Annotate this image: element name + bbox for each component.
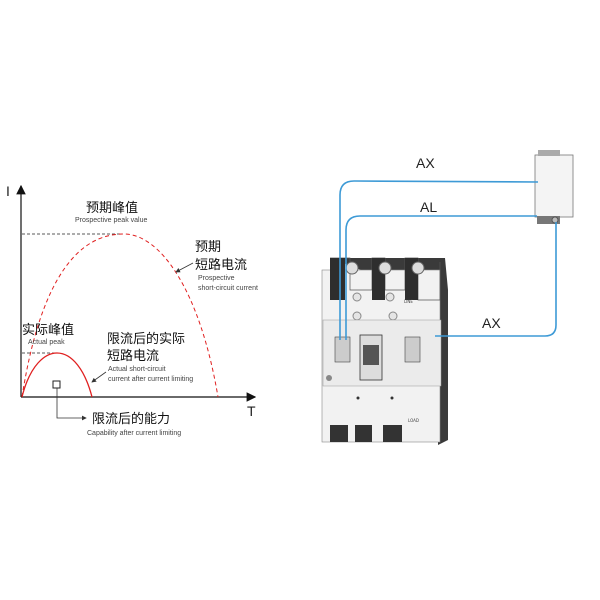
wire-label-ax-bottom: AX — [482, 315, 501, 331]
current-limiting-chart: I T 预期峰值 Prospective peak value 预期 短路电流 … — [6, 183, 258, 437]
actual-peak-zh: 实际峰值 — [22, 322, 74, 338]
wire-al — [345, 215, 537, 340]
wiring: AX AL AX — [339, 155, 557, 340]
capability-marker — [52, 380, 61, 389]
wire-ax-bottom — [435, 222, 557, 337]
prospective-current-en-1: Prospective — [198, 275, 235, 282]
wire-ax-top — [339, 180, 539, 340]
x-axis-label: T — [247, 403, 256, 419]
prospective-current-curve — [21, 233, 219, 398]
capability-leader — [56, 388, 87, 421]
limited-current-zh-2: 短路电流 — [107, 348, 159, 364]
prospective-peak-zh: 预期峰值 — [86, 200, 138, 216]
capability-en: Capability after current limiting — [87, 430, 181, 437]
y-axis-label: I — [6, 183, 10, 199]
wire-label-al: AL — [420, 199, 437, 215]
wire-label-ax-top: AX — [416, 155, 435, 171]
prospective-current-leader — [175, 262, 194, 273]
circuit-breaker: LINE LOAD — [321, 257, 448, 445]
limited-current-en-1: Actual short-circuit — [108, 366, 166, 373]
capability-zh: 限流后的能力 — [92, 411, 170, 427]
actual-peak-en: Actual peak — [28, 339, 65, 346]
prospective-peak-en: Prospective peak value — [75, 217, 147, 224]
limited-current-curve — [21, 352, 93, 398]
limited-current-leader — [91, 371, 107, 383]
auxiliary-contact-module — [534, 150, 574, 224]
limited-current-zh-1: 限流后的实际 — [107, 331, 185, 347]
limited-current-en-2: current after current limiting — [108, 376, 193, 383]
breaker-line-mark: LINE — [404, 299, 413, 304]
prospective-current-zh-1: 预期 — [195, 240, 221, 255]
breaker-load-mark: LOAD — [408, 418, 419, 423]
prospective-current-en-2: short-circuit current — [198, 285, 258, 292]
prospective-current-zh-2: 短路电流 — [195, 257, 247, 273]
